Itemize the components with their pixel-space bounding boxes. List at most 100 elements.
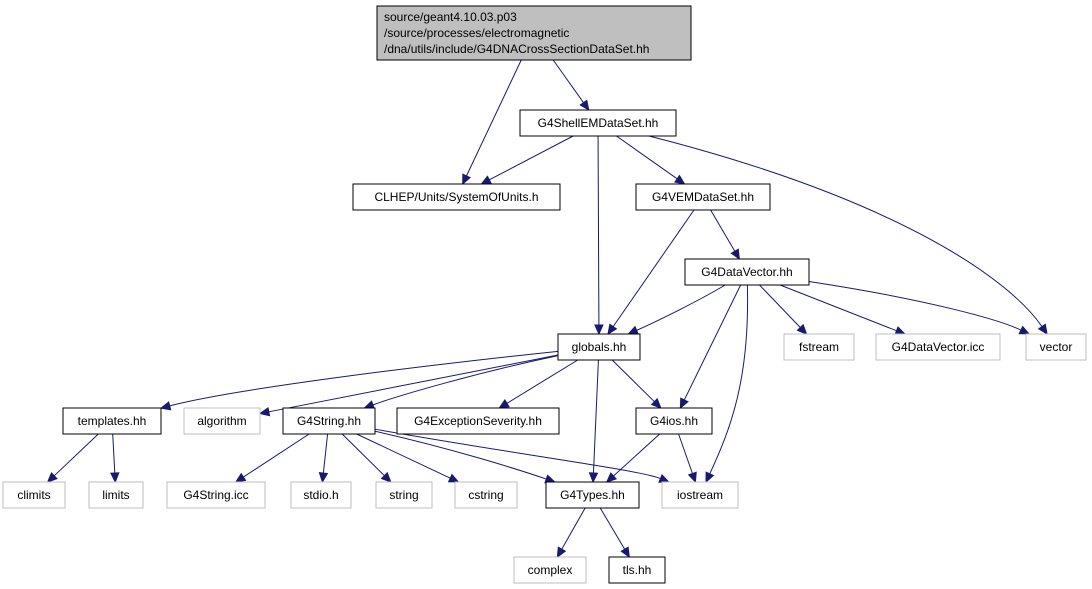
node-label: G4VEMDataSet.hh	[652, 190, 754, 204]
edge-vem-to-dvec	[710, 209, 740, 261]
node-box	[557, 333, 641, 361]
edge-line	[243, 433, 310, 478]
edge-line	[53, 433, 99, 477]
node-string: string	[375, 481, 433, 509]
edge-line	[552, 59, 584, 103]
arrowhead	[674, 174, 686, 185]
edge-g4ios-to-g4types	[605, 433, 661, 483]
node-label: cstring	[468, 488, 503, 502]
edge-globals-to-g4ios	[611, 359, 662, 409]
arrowhead	[110, 472, 120, 484]
node-main[interactable]: source/geant4.10.03.p03/source/processes…	[376, 5, 692, 61]
edge-line	[356, 433, 451, 479]
edge-templates-to-climits	[46, 433, 99, 483]
edge-globals-to-g4exc	[498, 359, 579, 409]
node-fstream: fstream	[783, 333, 855, 361]
node-label: tls.hh	[623, 563, 652, 577]
node-box	[352, 183, 561, 211]
arrowhead	[318, 472, 329, 484]
node-label: string	[389, 488, 418, 502]
node-box	[290, 481, 352, 509]
node-label: G4Types.hh	[560, 488, 625, 502]
edge-line	[489, 135, 574, 181]
node-g4types[interactable]: G4Types.hh	[545, 481, 640, 509]
edge-g4types-to-complex	[556, 507, 586, 559]
node-label: complex	[528, 563, 573, 577]
node-climits: climits	[2, 481, 66, 509]
arrowhead	[380, 471, 392, 483]
edge-line	[112, 433, 116, 474]
edge-dvec-to-globals	[627, 284, 726, 335]
node-templates[interactable]: templates.hh	[62, 407, 162, 435]
arrowhead	[605, 472, 618, 483]
edge-line	[612, 209, 695, 327]
edge-dvec-to-fstream	[759, 284, 808, 335]
edge-line	[599, 507, 626, 550]
node-g4stringicc: G4String.icc	[166, 481, 266, 509]
arrowhead	[627, 325, 639, 335]
edge-line	[779, 284, 897, 332]
node-box	[376, 5, 692, 61]
node-g4exc[interactable]: G4ExceptionSeverity.hh	[396, 407, 560, 435]
arrowhead	[46, 472, 58, 483]
node-box	[88, 481, 144, 509]
edge-line	[506, 359, 579, 404]
edge-dvec-to-iostream	[705, 284, 749, 484]
node-label: stdio.h	[303, 488, 338, 502]
edge-globals-to-algorithm	[258, 354, 559, 417]
node-box	[396, 407, 560, 435]
edge-line	[636, 284, 726, 331]
node-label: G4ExceptionSeverity.hh	[414, 414, 542, 428]
node-dvec[interactable]: G4DataVector.hh	[684, 258, 810, 286]
node-box	[282, 407, 376, 435]
node-label: CLHEP/Units/SystemOfUnits.h	[374, 190, 538, 204]
edge-line	[597, 135, 600, 326]
node-cstring: cstring	[454, 481, 518, 509]
arrowhead	[650, 397, 662, 409]
node-vem[interactable]: G4VEMDataSet.hh	[635, 183, 771, 211]
node-label: G4ios.hh	[650, 414, 698, 428]
node-tls[interactable]: tls.hh	[608, 556, 666, 584]
arrowhead	[730, 248, 740, 261]
edge-main-to-clhep	[462, 59, 522, 186]
node-clhep[interactable]: CLHEP/Units/SystemOfUnits.h	[352, 183, 561, 211]
node-shell[interactable]: G4ShellEMDataSet.hh	[519, 109, 677, 137]
arrowhead	[588, 472, 599, 484]
edge-line	[678, 433, 693, 474]
edge-g4types-to-tls	[599, 507, 630, 559]
node-stdio: stdio.h	[290, 481, 352, 509]
edge-line	[169, 350, 559, 407]
node-box	[545, 481, 640, 509]
node-label: fstream	[799, 340, 839, 354]
edge-globals-to-g4string	[363, 355, 559, 410]
node-globals[interactable]: globals.hh	[557, 333, 641, 361]
node-box	[375, 481, 433, 509]
node-g4string[interactable]: G4String.hh	[282, 407, 376, 435]
node-label: algorithm	[197, 414, 246, 428]
node-iostream: iostream	[661, 481, 739, 509]
edge-shell-to-vector	[648, 135, 1048, 336]
node-box	[783, 333, 855, 361]
node-box	[608, 556, 666, 584]
edge-g4string-to-string	[341, 433, 392, 483]
node-dvecicc: G4DataVector.icc	[875, 333, 1001, 361]
node-box	[454, 481, 518, 509]
arrowhead	[1018, 325, 1031, 335]
node-box	[62, 407, 162, 435]
node-label: globals.hh	[572, 340, 627, 354]
edge-dvec-to-vector	[808, 280, 1031, 335]
node-label: G4DataVector.icc	[892, 340, 985, 354]
edge-globals-to-g4types	[588, 359, 599, 484]
node-g4ios[interactable]: G4ios.hh	[635, 407, 713, 435]
edge-line	[808, 280, 1022, 331]
node-limits: limits	[88, 481, 144, 509]
edge-shell-to-globals	[594, 135, 604, 336]
edge-line	[613, 433, 661, 477]
node-label: G4DataVector.hh	[701, 265, 792, 279]
nodes-layer: source/geant4.10.03.p03/source/processes…	[2, 5, 1087, 584]
node-label: vector	[1040, 340, 1073, 354]
edge-templates-to-limits	[110, 433, 120, 484]
edge-line	[372, 355, 559, 406]
arrowhead	[620, 546, 630, 559]
node-label: iostream	[677, 488, 723, 502]
